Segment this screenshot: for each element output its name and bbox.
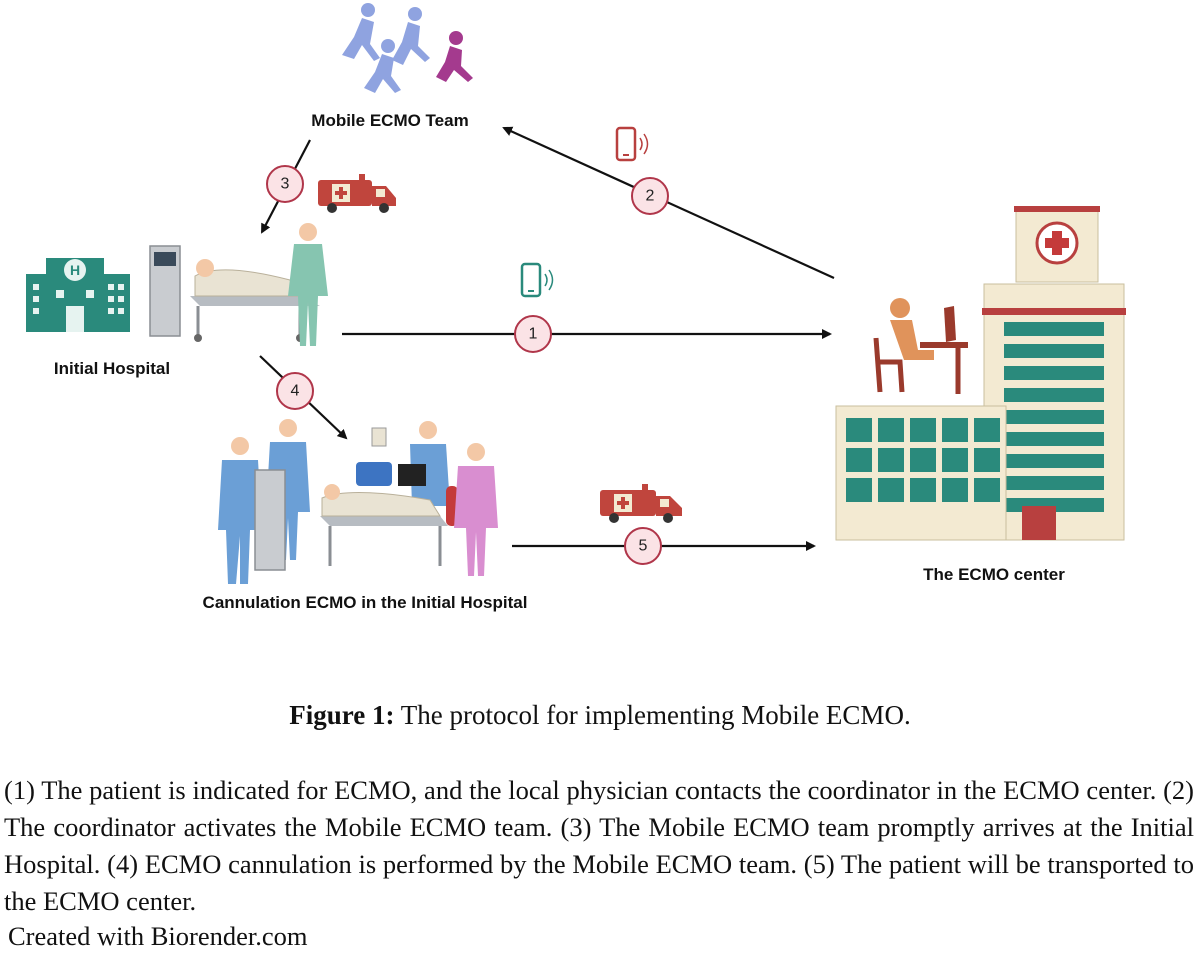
step-badge-2: 2 <box>631 177 669 215</box>
ecmo-center-building-icon <box>835 206 1126 541</box>
step-badge-5: 5 <box>624 527 662 565</box>
team-label: Mobile ECMO Team <box>311 111 468 130</box>
svg-text:5: 5 <box>639 538 648 555</box>
ecmo-protocol-diagram: Mobile ECMO Team H Initial Hospital <box>26 3 1126 612</box>
figure-notes: (1) The patient is indicated for ECMO, a… <box>4 775 1194 916</box>
cannulation-scene-icon <box>218 419 498 584</box>
ambulance-icon <box>600 484 682 523</box>
step-badge-4: 4 <box>276 372 314 410</box>
step-badge-3: 3 <box>266 165 304 203</box>
ambulance-icon <box>318 174 396 213</box>
initial-hospital-label: Initial Hospital <box>54 359 170 378</box>
patient-bed-icon <box>149 245 320 342</box>
credit-line: Created with Biorender.com <box>8 921 308 951</box>
phone-icon <box>615 126 649 162</box>
step-badge-1: 1 <box>514 315 552 353</box>
svg-text:4: 4 <box>291 383 300 400</box>
figure-caption: Figure 1: The protocol for implementing … <box>0 700 1200 731</box>
svg-text:2: 2 <box>646 188 655 205</box>
ecmo-center-label: The ECMO center <box>923 565 1065 584</box>
svg-text:H: H <box>70 262 80 278</box>
phone-icon <box>520 262 554 298</box>
doctor-icon <box>288 223 328 346</box>
figure-label: Figure 1: <box>289 700 395 730</box>
arrow-step-2 <box>502 126 835 280</box>
figure-title: The protocol for implementing Mobile ECM… <box>394 700 911 730</box>
running-people-icon <box>342 3 473 93</box>
svg-text:1: 1 <box>529 326 538 343</box>
cannulation-label: Cannulation ECMO in the Initial Hospital <box>203 593 528 612</box>
svg-text:3: 3 <box>281 176 290 193</box>
hospital-building-icon: H <box>26 258 130 332</box>
coordinator-desk-icon <box>873 298 968 394</box>
